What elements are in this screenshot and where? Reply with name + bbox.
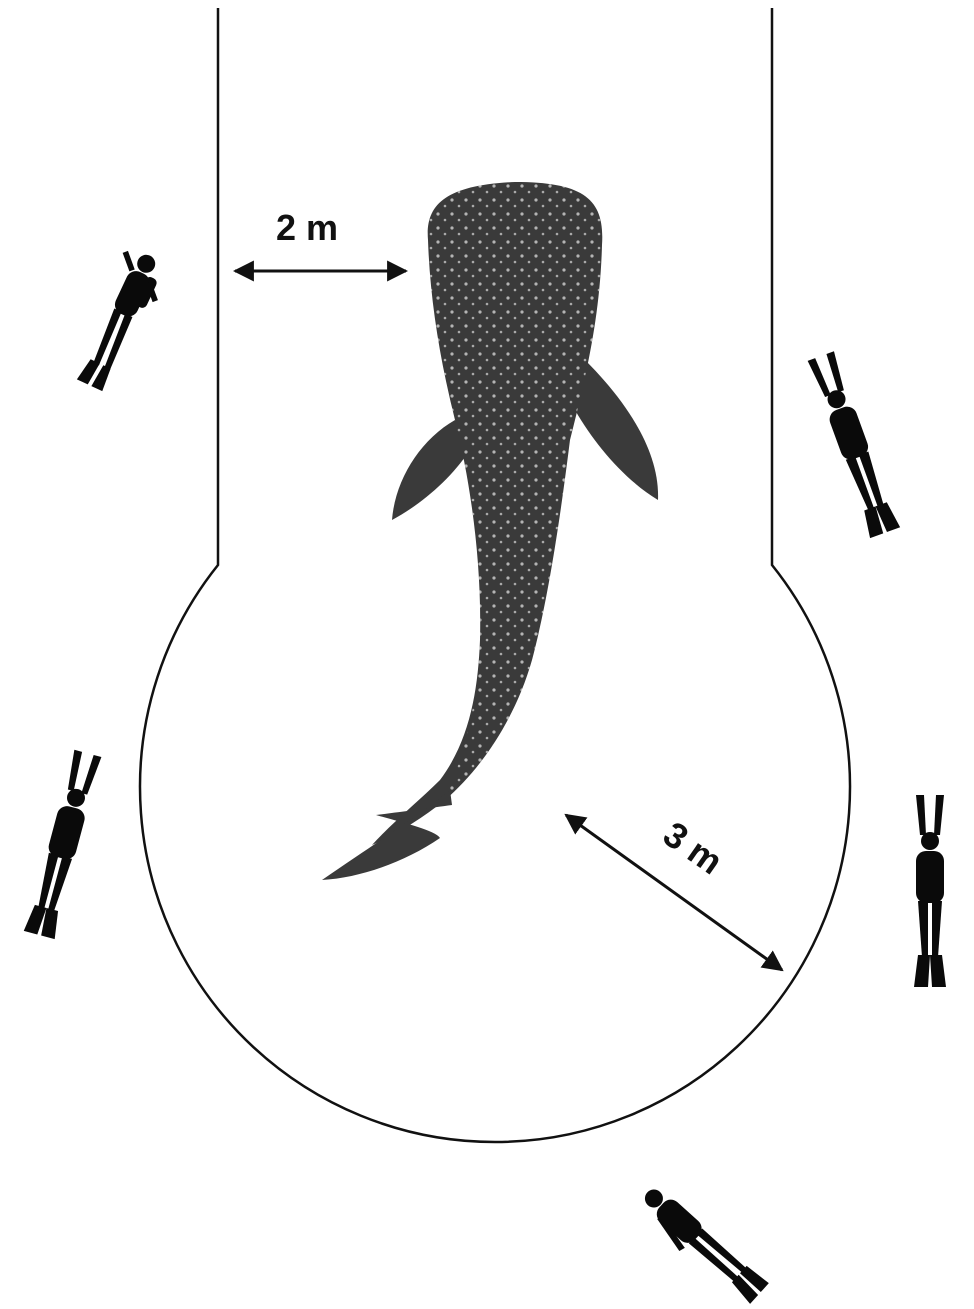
- diver-silhouette-upper-right: [806, 351, 900, 539]
- whale-shark-pectoral-fin-right: [575, 360, 658, 500]
- diver-silhouette-bottom: [633, 1182, 769, 1309]
- whale-shark-spot-pattern: [428, 182, 603, 800]
- whale-shark-pectoral-fin-left: [392, 420, 470, 520]
- rear-distance-dimension: 3 m: [566, 813, 782, 970]
- diver-silhouette-upper-left: [66, 245, 174, 397]
- rear-distance-label: 3 m: [656, 813, 730, 882]
- whale-shark: [322, 182, 658, 880]
- side-distance-label: 2 m: [276, 207, 338, 248]
- diver-silhouette-right: [914, 795, 946, 987]
- side-distance-dimension: 2 m: [235, 207, 406, 271]
- diver-silhouette-left: [24, 749, 104, 939]
